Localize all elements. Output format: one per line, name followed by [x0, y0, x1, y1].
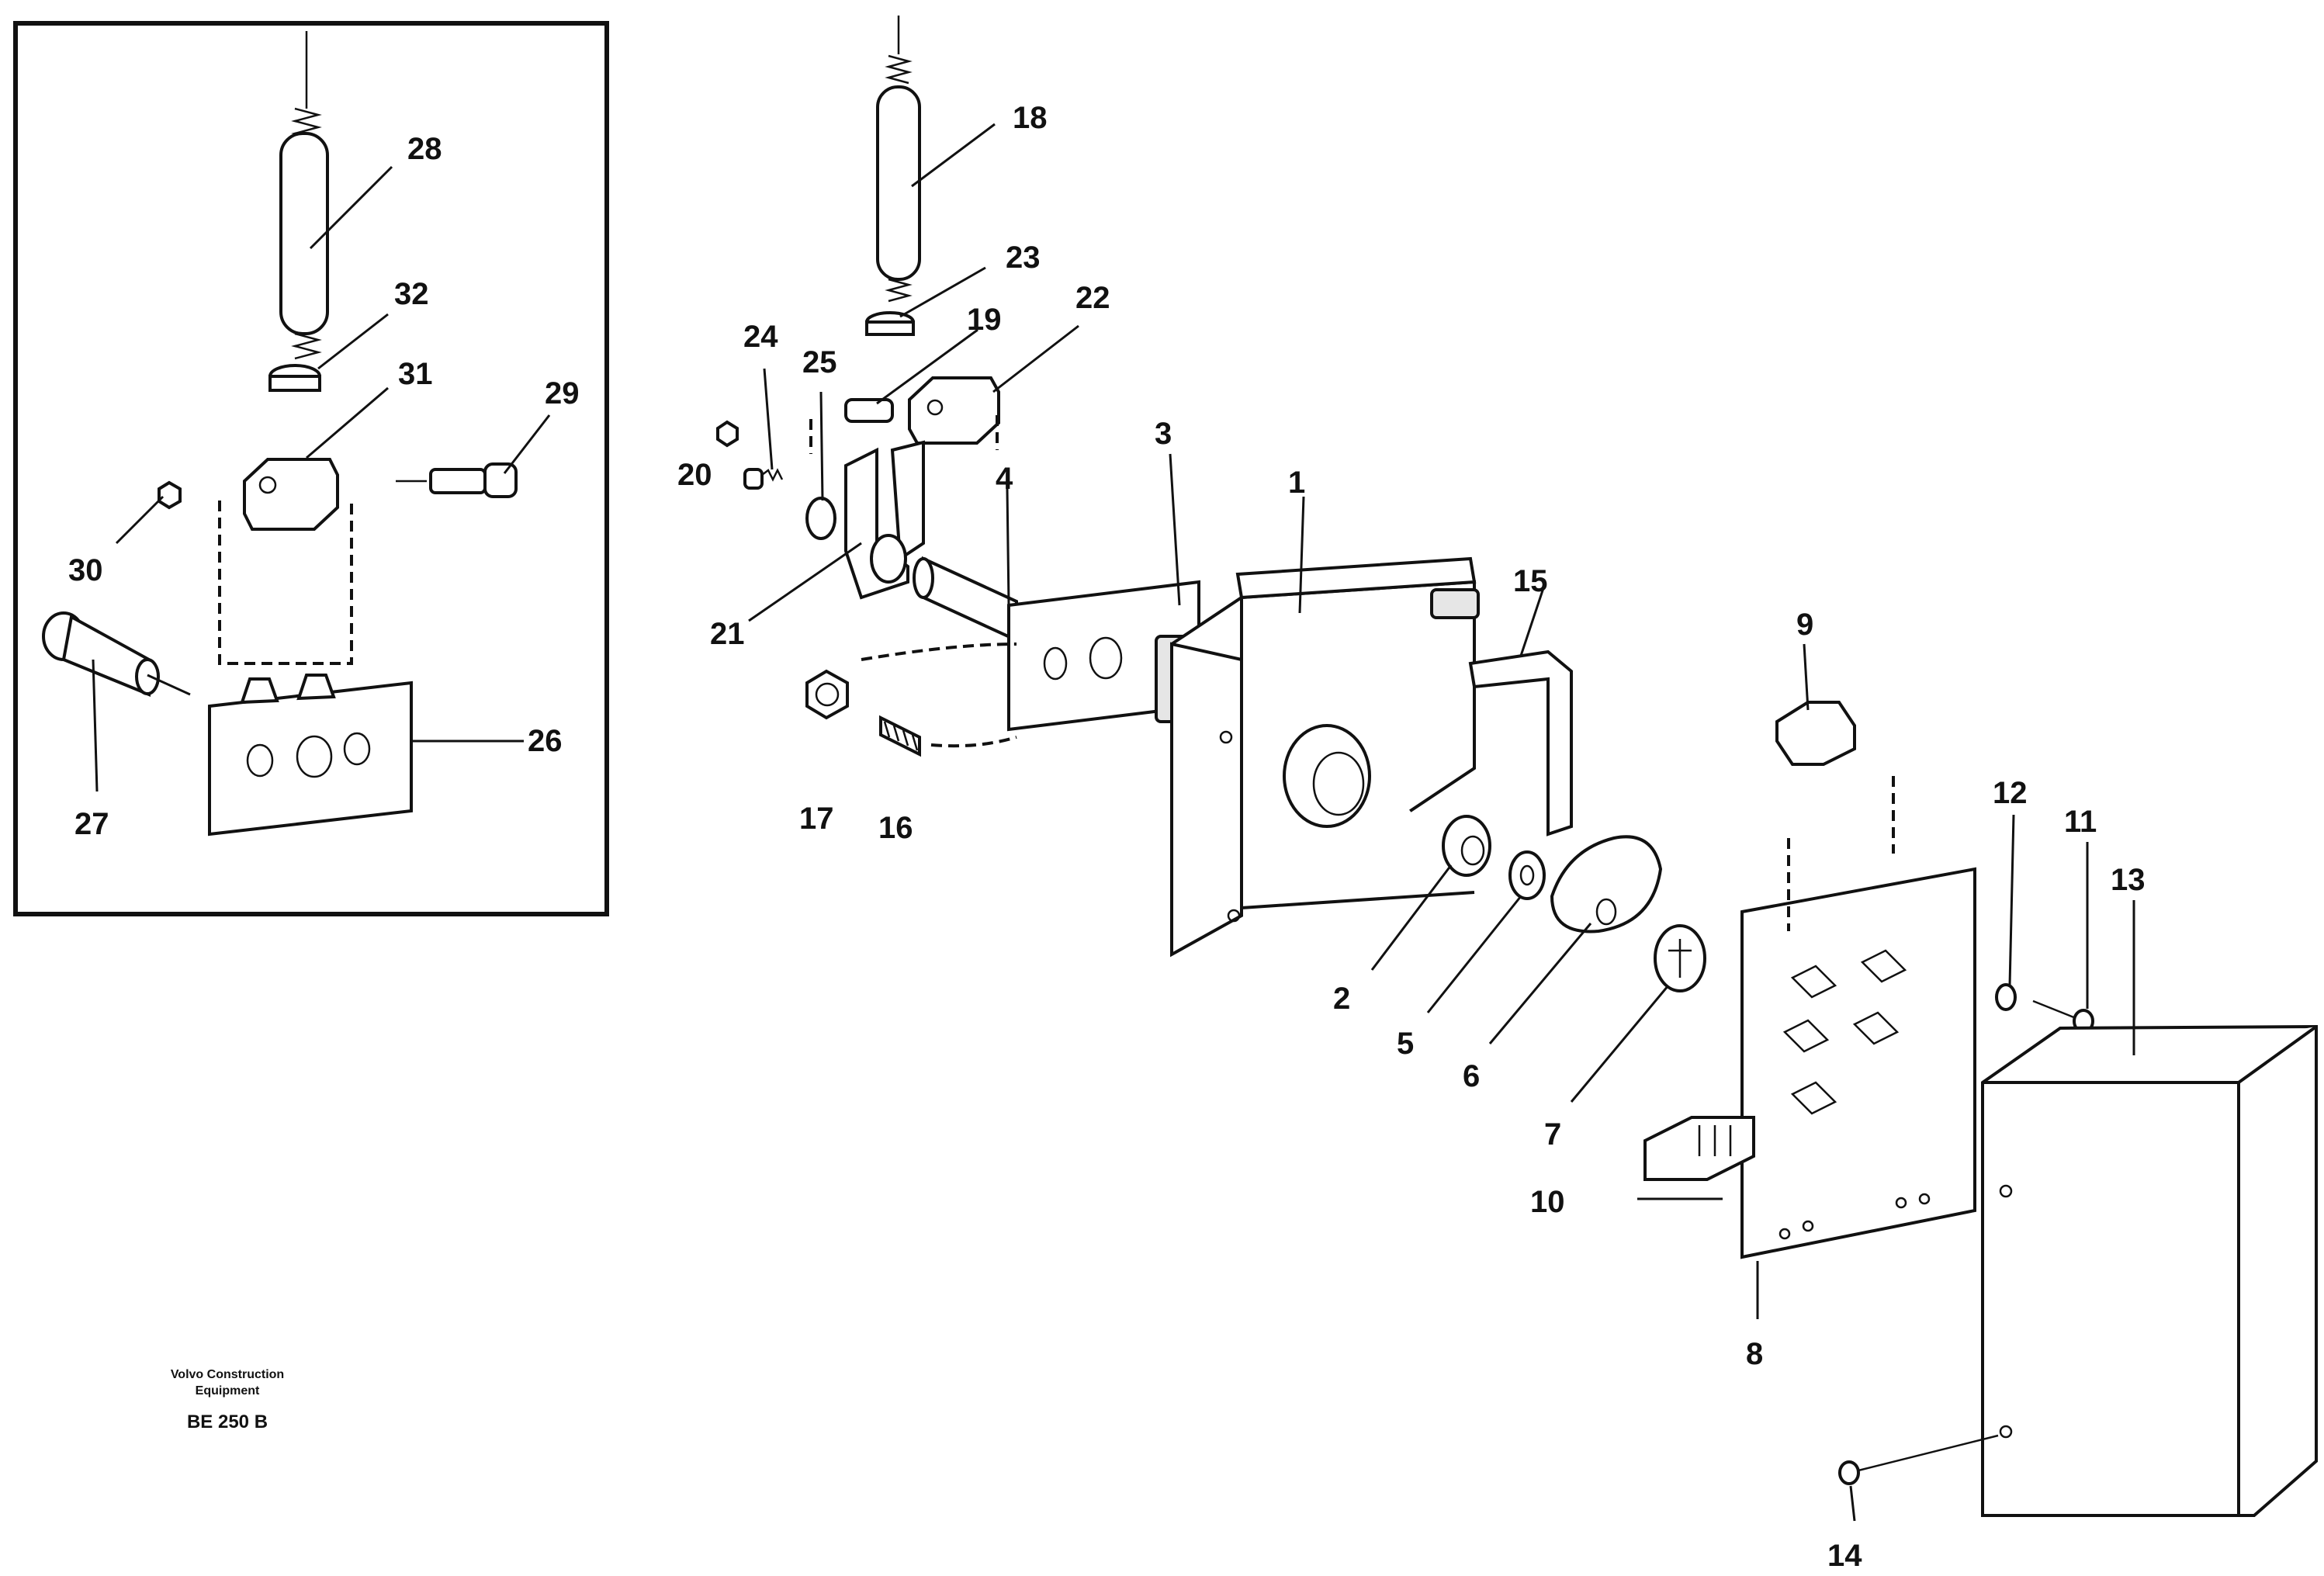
circuit-board-part — [1740, 867, 1976, 1259]
callout-14: 14 — [1827, 1539, 1862, 1573]
callout-24: 24 — [743, 320, 778, 354]
callout-3: 3 — [1155, 417, 1172, 451]
set-screw-part — [879, 715, 921, 757]
credit-company: Volvo Construction — [171, 1368, 284, 1381]
inset-frame — [13, 21, 609, 916]
shaft-part — [913, 556, 1018, 643]
bracket-15-part — [1468, 649, 1573, 836]
callout-11: 11 — [2064, 805, 2097, 839]
callout-21: 21 — [710, 617, 745, 651]
disc-part — [1654, 924, 1706, 992]
dashed-cable-lower — [861, 643, 1017, 748]
callout-4: 4 — [996, 462, 1013, 496]
micro-switch-part — [1775, 701, 1856, 766]
callout-28: 28 — [407, 132, 442, 166]
callout-7: 7 — [1544, 1117, 1561, 1152]
inset-nut-part — [268, 364, 321, 392]
rod-part — [876, 16, 921, 303]
callout-6: 6 — [1463, 1059, 1480, 1093]
washer-12-part — [1995, 983, 2017, 1011]
large-nut-part — [805, 669, 849, 720]
inset-bolt-part — [396, 462, 518, 498]
inset-pin-part — [42, 611, 160, 697]
nut-part — [865, 311, 915, 336]
callout-20: 20 — [677, 458, 712, 492]
inset-dashed-cable — [218, 501, 353, 665]
callout-32: 32 — [394, 277, 429, 311]
callout-19: 19 — [967, 303, 1002, 337]
inset-switch-part — [243, 458, 339, 531]
connector-part — [1643, 1116, 1755, 1181]
callout-5: 5 — [1397, 1027, 1414, 1061]
callout-1: 1 — [1288, 466, 1305, 500]
screw-part — [743, 468, 784, 490]
callout-17: 17 — [799, 802, 834, 836]
spacer-2-part — [1442, 815, 1491, 877]
inset-small-nut — [158, 480, 182, 510]
callout-8: 8 — [1746, 1337, 1763, 1371]
callout-31: 31 — [398, 357, 433, 391]
callout-15: 15 — [1513, 564, 1548, 598]
bracket-part — [844, 440, 925, 600]
housing-part — [1170, 556, 1480, 958]
callout-26: 26 — [528, 724, 563, 758]
board-dashed-outline — [1787, 776, 1895, 931]
callout-30: 30 — [68, 553, 103, 587]
washer-part — [805, 497, 836, 540]
callout-29: 29 — [545, 376, 580, 410]
callout-18: 18 — [1013, 101, 1048, 135]
spacer-part — [844, 398, 894, 423]
callout-22: 22 — [1075, 281, 1110, 315]
inset-rod-part — [279, 31, 329, 360]
callout-9: 9 — [1796, 608, 1813, 642]
callout-27: 27 — [74, 807, 109, 841]
callout-2: 2 — [1333, 982, 1350, 1016]
knob-part — [1550, 835, 1663, 933]
callout-16: 16 — [878, 811, 913, 845]
callout-23: 23 — [1006, 241, 1041, 275]
credit-equipment: Equipment — [196, 1384, 260, 1398]
switch-part — [908, 376, 1000, 445]
callout-13: 13 — [2111, 863, 2146, 897]
dashed-cable-upper — [809, 415, 999, 454]
washer-5-part — [1508, 850, 1546, 900]
small-nut-20 — [716, 420, 739, 448]
drawing-code: BE 250 B — [187, 1411, 268, 1432]
callout-10: 10 — [1530, 1185, 1565, 1219]
callout-12: 12 — [1993, 776, 2028, 810]
inset-plate-part — [208, 674, 413, 836]
cover-part — [1981, 1024, 2318, 1517]
screw-14-part — [1838, 1434, 1999, 1485]
callout-25: 25 — [802, 345, 837, 379]
